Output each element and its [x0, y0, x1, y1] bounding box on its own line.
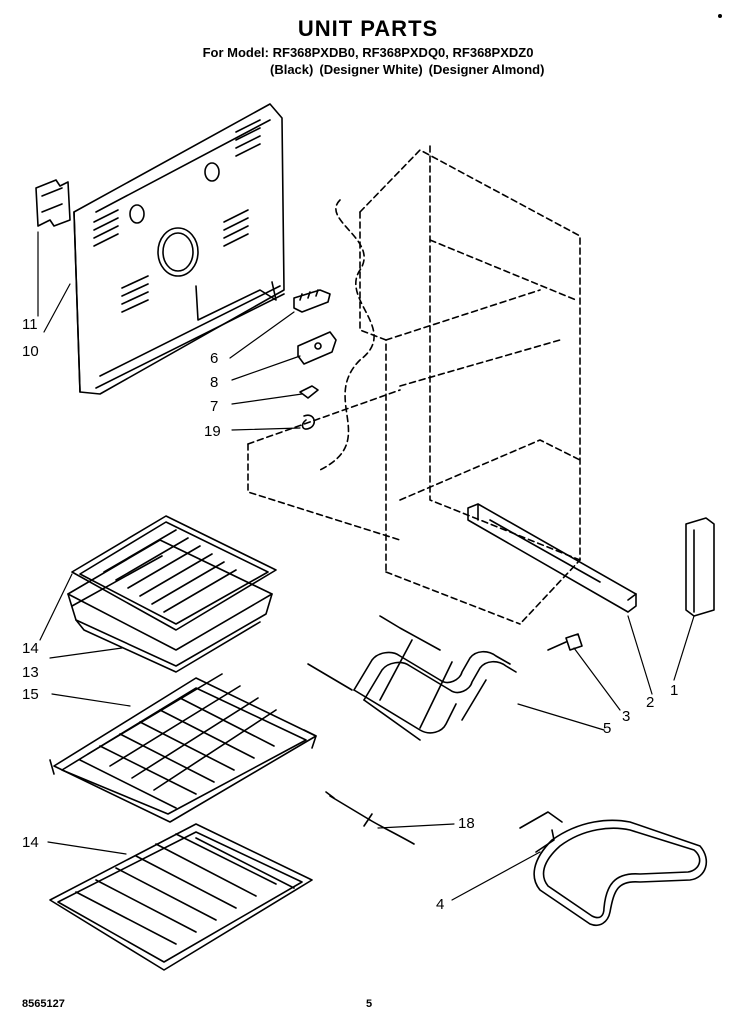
color-line: (Black) (Designer White) (Designer Almond)	[270, 62, 550, 77]
part-10-rear-panel	[73, 103, 285, 395]
part-2-rail	[467, 503, 637, 613]
part-3-clip	[547, 633, 583, 651]
callout-7: 7	[210, 398, 219, 415]
part-11-bracket	[35, 179, 71, 227]
callout-8: 8	[210, 374, 219, 391]
callout-1: 1	[670, 682, 679, 699]
corner-mark	[718, 14, 722, 18]
page-title: UNIT PARTS	[297, 16, 439, 41]
callout-15: 15	[22, 686, 39, 703]
callout-12: 13	[22, 664, 39, 681]
callout-19: 19	[204, 423, 221, 440]
color-white: (Designer White)	[319, 62, 423, 77]
callout-5: 5	[603, 720, 612, 737]
page-number: 5	[366, 998, 373, 1010]
part-7-clip	[299, 385, 319, 399]
part-18-sensor	[325, 791, 415, 845]
part-12-broiler-pan	[67, 539, 273, 673]
part-6-terminal	[293, 289, 331, 313]
leader-lines	[37, 231, 695, 901]
callout-3: 3	[622, 708, 631, 725]
color-almond: (Designer Almond)	[428, 62, 545, 77]
part-1-endcap	[685, 517, 715, 617]
callout-14: 14	[22, 834, 39, 851]
cabinet-outline	[247, 145, 581, 625]
callout-2: 2	[646, 694, 655, 711]
callout-10: 10	[22, 343, 39, 360]
part-5-broil-element	[307, 615, 517, 741]
part-14-rack	[49, 823, 313, 971]
callout-11: 11	[22, 316, 38, 333]
callout-6: 6	[210, 350, 219, 367]
callout-13: 14	[22, 640, 39, 657]
callout-4: 4	[436, 896, 445, 913]
model-line: For Model: RF368PXDB0, RF368PXDQ0, RF368…	[202, 45, 534, 60]
part-15-rack	[49, 673, 317, 823]
color-black: (Black)	[270, 62, 314, 77]
part-4-bake-element	[519, 811, 708, 927]
callout-18: 18	[458, 815, 475, 832]
document-number: 8565127	[22, 998, 65, 1010]
part-8-bracket	[297, 331, 337, 365]
part-19-clip	[301, 414, 316, 430]
